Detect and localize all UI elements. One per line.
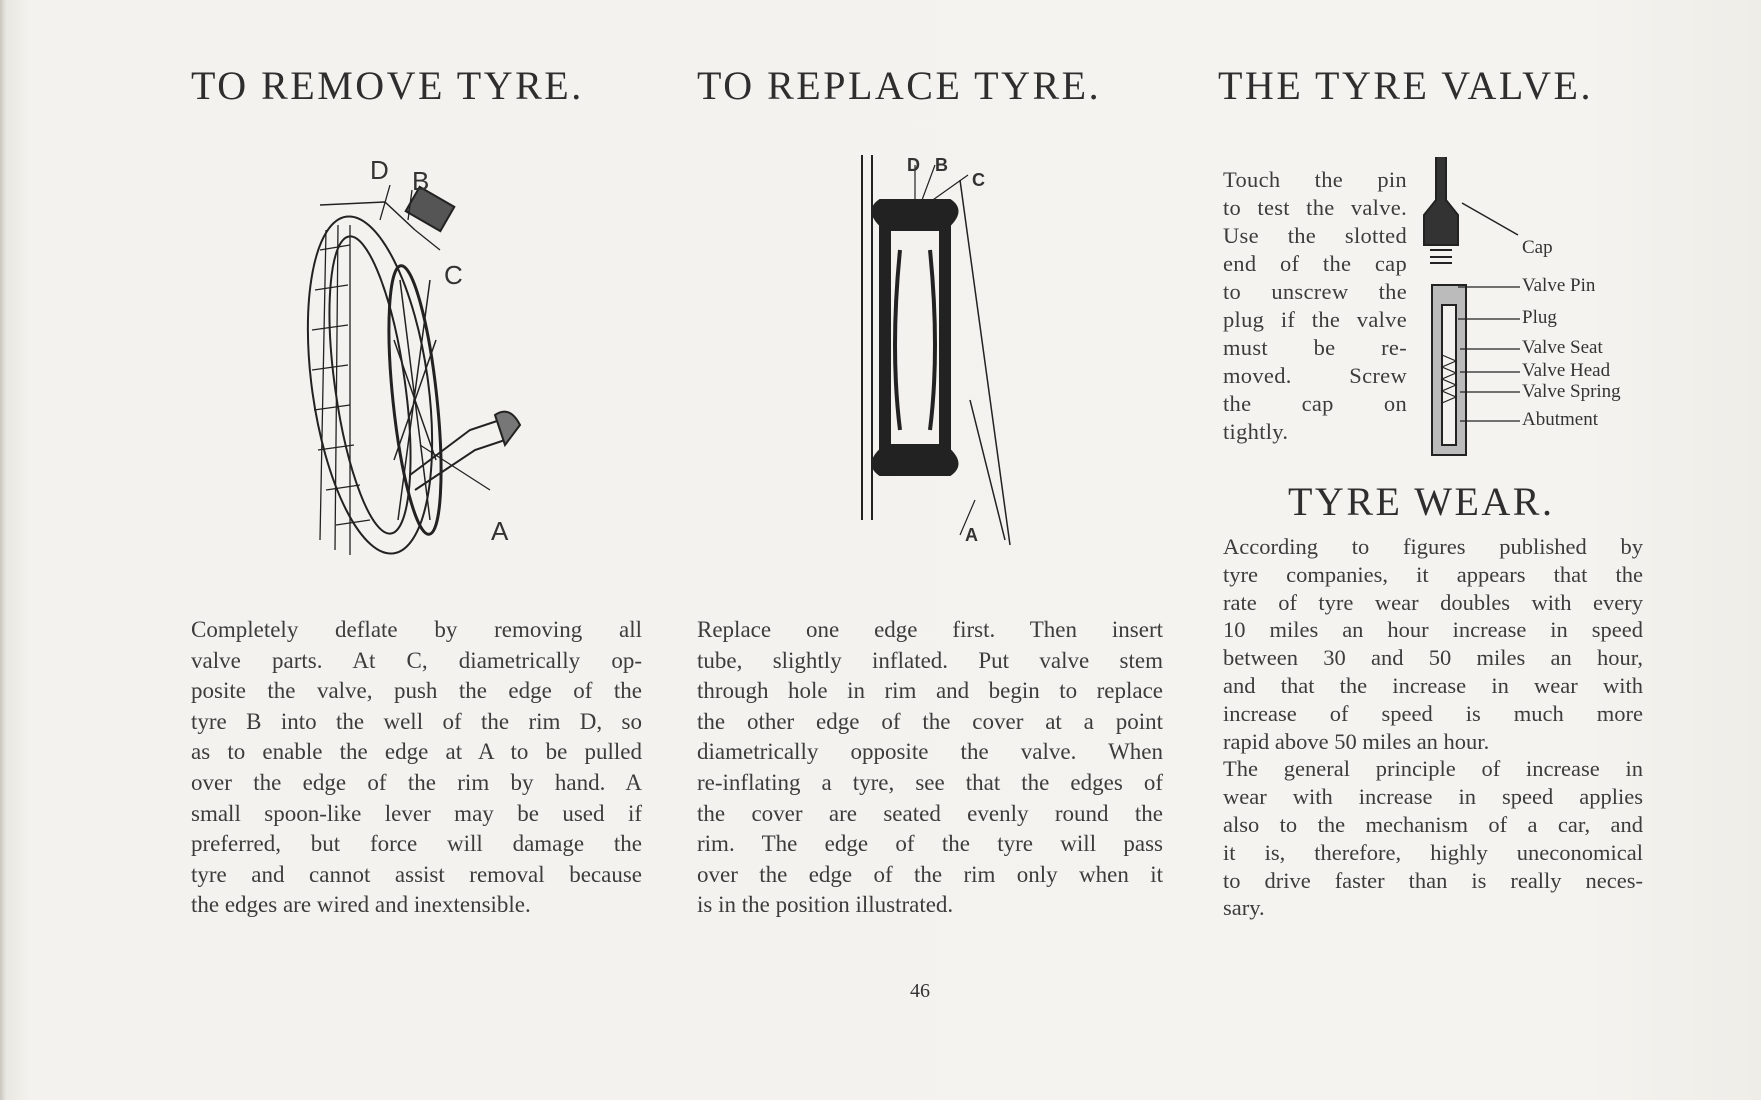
text-line: According to figures published by <box>1223 534 1643 559</box>
text-line: diametrically opposite the valve. When <box>697 739 1163 765</box>
text-line: through hole in rim and begin to replace <box>697 678 1163 704</box>
text-line: between 30 and 50 miles an hour, <box>1223 645 1643 671</box>
text-line: to unscrew the <box>1223 279 1407 304</box>
valve-label-cap: Cap <box>1522 237 1553 258</box>
text-line: it is, therefore, highly uneconomical <box>1223 839 1643 865</box>
text-line: small spoon-like lever may be used if <box>191 800 642 826</box>
tyre-removal-illustration <box>306 184 522 555</box>
heading-replace-tyre: TO REPLACE TYRE. <box>697 63 1102 108</box>
text-line: is in the position illustrated. <box>697 892 954 918</box>
text-line: increase of speed is much more <box>1223 700 1643 726</box>
figure-label-c: C <box>972 170 985 190</box>
tyre-replace-illustration <box>861 155 1011 546</box>
heading-remove-tyre: TO REMOVE TYRE. <box>191 63 584 108</box>
valve-label-valve-seat: Valve Seat <box>1522 337 1603 358</box>
figure-label-d: D <box>907 155 920 175</box>
text-line: tyre companies, it appears that the <box>1223 561 1643 587</box>
figure-label-b: B <box>412 166 430 196</box>
text-line: The general principle of increase in <box>1223 756 1643 782</box>
valve-label-plug: Plug <box>1522 307 1557 328</box>
figure-label-c: C <box>444 260 463 290</box>
valve-label-abutment: Abutment <box>1522 409 1598 430</box>
figure-label-b: B <box>935 155 948 175</box>
text-line: 10 miles an hour increase in speed <box>1223 617 1643 643</box>
text-line: Replace one edge first. Then insert <box>697 617 1163 642</box>
text-line: over the edge of the rim only when it <box>697 861 1163 887</box>
heading-tyre-wear: TYRE WEAR. <box>1288 479 1555 524</box>
heading-tyre-valve: THE TYRE VALVE. <box>1218 63 1593 108</box>
valve-label-valve-head: Valve Head <box>1522 360 1611 381</box>
text-line: end of the cap <box>1223 251 1407 276</box>
text-line: and that the increase in wear with <box>1223 672 1643 698</box>
text-line: the other edge of the cover at a point <box>697 708 1163 734</box>
text-line: the cap on <box>1223 391 1407 416</box>
text-line: moved. Screw <box>1223 363 1407 388</box>
text-line: re-inflating a tyre, see that the edges … <box>697 769 1163 795</box>
valve-label-valve-pin: Valve Pin <box>1522 275 1596 296</box>
tyre-valve-paragraph: Touch the pin to test the valve. Use the s… <box>1223 166 1407 446</box>
replace-tyre-paragraph: Replace one edge first. Then insert tube,… <box>697 615 1163 921</box>
text-line: tube, slightly inflated. Put valve stem <box>697 647 1163 673</box>
text-line: posite the valve, push the edge of the <box>191 678 642 704</box>
remove-tyre-paragraph: Completely deflate by removing all valve … <box>191 615 642 921</box>
text-line: rim. The edge of the tyre will pass <box>697 831 1163 857</box>
text-line: also to the mechanism of a car, and <box>1223 811 1643 837</box>
text-line: tightly. <box>1223 419 1289 444</box>
text-line: sary. <box>1223 895 1265 921</box>
text-line: the edges are wired and inextensible. <box>191 892 531 918</box>
text-line: as to enable the edge at A to be pulled <box>191 739 642 765</box>
page-number: 46 <box>910 980 930 1002</box>
text-line: tyre and cannot assist removal because <box>191 861 642 887</box>
figure-label-a: A <box>965 525 978 545</box>
text-line: plug if the valve <box>1223 307 1407 332</box>
text-line: valve parts. At C, diametrically op- <box>191 647 642 673</box>
text-line: rate of tyre wear doubles with every <box>1223 589 1643 615</box>
text-line: preferred, but force will damage the <box>191 831 642 857</box>
text-line: to test the valve. <box>1223 195 1407 220</box>
text-line: Touch the pin <box>1223 167 1407 192</box>
text-line: Completely deflate by removing all <box>191 617 642 642</box>
tyre-valve-illustration <box>1423 157 1520 456</box>
text-line: must be re- <box>1223 335 1407 360</box>
text-line: tyre B into the well of the rim D, so <box>191 708 642 734</box>
text-line: over the edge of the rim by hand. A <box>191 769 642 795</box>
valve-label-valve-spring: Valve Spring <box>1522 381 1621 402</box>
figure-label-d: D <box>370 155 389 185</box>
text-line: wear with increase in speed applies <box>1223 784 1643 810</box>
text-line: Use the slotted <box>1223 223 1407 248</box>
text-line: to drive faster than is really neces- <box>1223 867 1643 893</box>
figure-label-a: A <box>491 516 509 546</box>
text-line: rapid above 50 miles an hour. <box>1223 728 1490 754</box>
text-line: the cover are seated evenly round the <box>697 800 1163 826</box>
